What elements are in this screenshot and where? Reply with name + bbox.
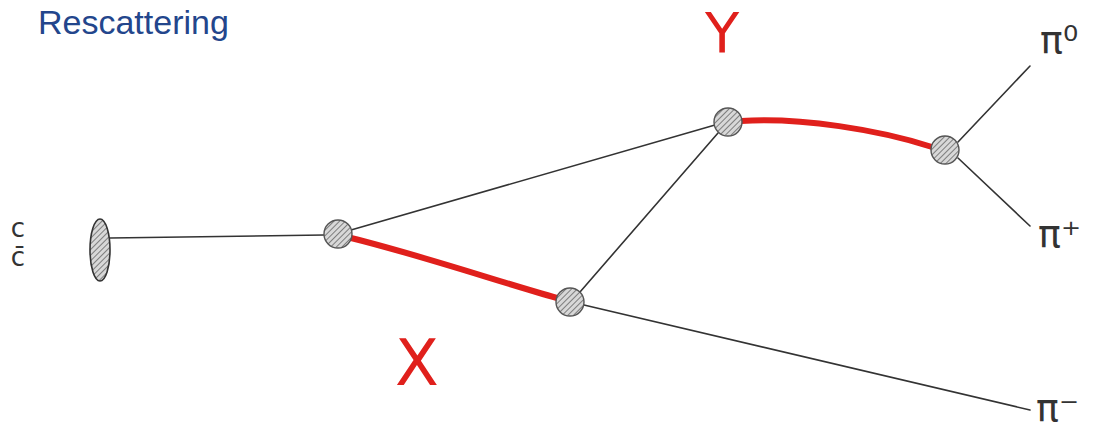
resonance-lines xyxy=(351,120,932,298)
vertices xyxy=(324,108,959,316)
ccbar-blob xyxy=(90,219,110,281)
slide-title: Rescattering xyxy=(38,4,229,41)
exchange-line xyxy=(580,133,718,292)
quark-label: c c̄ xyxy=(6,214,30,271)
pion-label: π⁺ xyxy=(1038,214,1081,256)
resonance-label: X xyxy=(395,328,439,398)
meson-line xyxy=(351,125,715,230)
particle-lines xyxy=(110,66,1030,410)
vertex xyxy=(931,136,959,164)
vertex xyxy=(324,220,352,248)
pion-label: π⁻ xyxy=(1036,388,1079,430)
pion-line xyxy=(584,305,1030,410)
pion-label: π⁰ xyxy=(1040,20,1078,62)
resonance-y xyxy=(741,120,932,147)
pion-line xyxy=(958,158,1030,226)
vertex xyxy=(556,288,584,316)
pion-line xyxy=(958,66,1030,142)
vertex xyxy=(714,108,742,136)
resonance-label: Y xyxy=(705,2,739,64)
incoming-line xyxy=(110,235,324,238)
resonance-x xyxy=(351,238,557,298)
